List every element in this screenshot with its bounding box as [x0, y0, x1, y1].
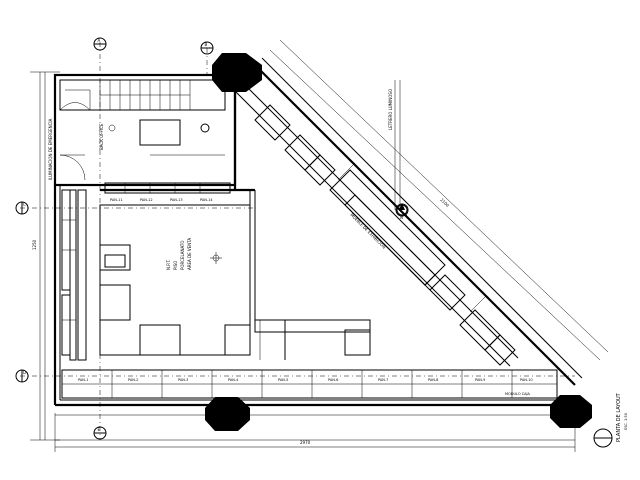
dim-bottom-total: 2970 — [300, 440, 311, 445]
shelf-label-bottom-6: PAN-7 — [378, 378, 388, 382]
column-bottom-right — [550, 395, 592, 428]
left-wall-fixtures: ILUMINACION DE EMERGENCIA — [48, 118, 87, 361]
column-markers — [205, 53, 592, 431]
dim-diagonal-total: 2100 — [439, 197, 450, 208]
shelf-label-bottom-5: PAN-6 — [328, 378, 338, 382]
svg-text:C: C — [23, 202, 26, 207]
section-markers: A B C D E N — [15, 37, 409, 440]
shelf-label-bottom-7: PAN-8 — [428, 378, 438, 382]
shelf-label-top-0: PAN-11 — [110, 198, 123, 202]
shelf-label-top-1: PAN-12 — [140, 198, 153, 202]
svg-text:A: A — [98, 38, 101, 43]
section-marker-e: E — [93, 426, 107, 440]
svg-text:B: B — [205, 42, 208, 47]
section-marker-d: D — [15, 369, 29, 383]
stairs — [59, 80, 191, 111]
column-top — [212, 53, 262, 92]
bottom-shelf-row: PAN-1 PAN-2 PAN-3 PAN-4 PAN-5 PAN-6 PAN-… — [61, 369, 558, 399]
section-marker-c: C — [15, 201, 29, 215]
title-block: PLANTA DE LAYOUT ESC. 1:50 — [593, 392, 628, 448]
counter-area — [254, 319, 371, 360]
diag-note-furniture: MUEBLE DE EXHIBICION — [349, 212, 387, 250]
diagonal-shelves — [254, 104, 516, 366]
north-arrow-icon: N — [395, 203, 409, 220]
shelf-label-bottom-2: PAN-3 — [178, 378, 188, 382]
dimension-lines: 2970 1250 — [20, 42, 576, 452]
svg-text:E: E — [98, 427, 101, 432]
shelf-label-bottom-8: PAN-9 — [475, 378, 485, 382]
section-marker-b: B — [200, 41, 214, 55]
sales-floor-line-3: AREA DE VENTA — [187, 238, 192, 270]
svg-text:N: N — [400, 215, 403, 220]
shelf-label-top-3: PAN-14 — [200, 198, 213, 202]
column-bottom-left — [205, 397, 250, 431]
shelf-label-bottom-right: MODULO CAJA — [505, 392, 531, 396]
sales-floor: N.P.T. PISO PORCELANATO AREA DE VENTA — [99, 204, 251, 356]
sales-floor-line-0: N.P.T. — [166, 259, 171, 270]
sales-floor-line-2: PORCELANATO — [180, 240, 185, 270]
diag-note-sign: LETRERO LUMINOSO — [388, 89, 393, 130]
back-office: BACK OFFICE — [59, 79, 226, 181]
walls-main — [53, 73, 570, 407]
shelf-label-bottom-1: PAN-2 — [128, 378, 138, 382]
dim-left-total: 1250 — [32, 239, 37, 250]
section-marker-a: A — [93, 37, 107, 51]
shelf-label-bottom-0: PAN-1 — [78, 378, 88, 382]
diagonal-wing: MUEBLE DE EXHIBICION 2100 LETRERO LUMINO… — [231, 39, 609, 386]
shelf-label-bottom-3: PAN-4 — [228, 378, 239, 382]
note-emergency-light: ILUMINACION DE EMERGENCIA — [48, 118, 53, 180]
shelf-label-bottom-4: PAN-5 — [278, 378, 288, 382]
top-shelf-row: PAN-11 PAN-12 PAN-13 PAN-14 — [104, 182, 231, 202]
drawing-scale: ESC. 1:50 — [624, 413, 628, 430]
sales-floor-line-1: PISO — [173, 261, 178, 270]
shelf-label-top-2: PAN-13 — [170, 198, 183, 202]
shelf-label-bottom-9: PAN-10 — [520, 378, 533, 382]
room-label-back-office: BACK OFFICE — [99, 123, 104, 150]
drawing-title: PLANTA DE LAYOUT — [616, 392, 622, 442]
svg-text:D: D — [23, 370, 26, 375]
